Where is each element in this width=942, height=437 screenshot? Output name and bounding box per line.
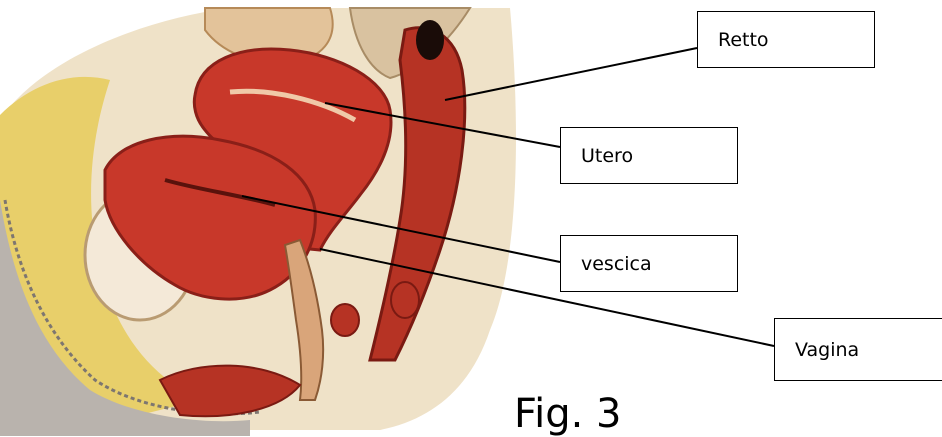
label-utero: Utero — [581, 145, 633, 167]
label-box-utero: Utero — [560, 127, 738, 184]
rectal-lumen — [416, 20, 444, 60]
label-box-retto: Retto — [697, 11, 875, 68]
anal-sphincter-lower — [391, 282, 419, 318]
label-vescica: vescica — [581, 253, 652, 275]
label-box-vescica: vescica — [560, 235, 738, 292]
label-box-vagina: Vagina — [774, 318, 942, 381]
anal-sphincter — [331, 304, 359, 336]
figure-caption: Fig. 3 — [514, 394, 621, 434]
label-retto: Retto — [718, 29, 769, 51]
label-vagina: Vagina — [795, 339, 859, 361]
